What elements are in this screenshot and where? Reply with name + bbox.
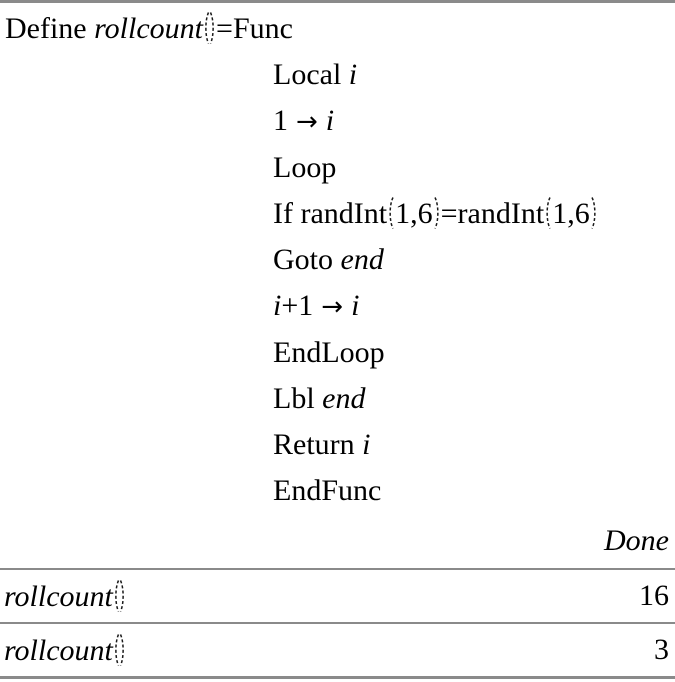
equals-randint: =randInt [440, 197, 545, 230]
open-parenthesis-icon [387, 196, 395, 230]
code-line-init: 1 →i [5, 98, 675, 145]
plus-one: +1 [281, 289, 314, 322]
entry-result: 16 [639, 579, 669, 612]
separator-bottom [0, 676, 675, 679]
empty-parentheses-icon [113, 633, 126, 667]
keyword-define: Define [5, 12, 95, 45]
function-name: rollcount [4, 633, 113, 667]
variable-i: i [362, 428, 371, 461]
code-line-define: Define rollcount =Func [5, 6, 675, 52]
empty-parentheses-icon [203, 11, 216, 45]
entry-expression: rollcount [4, 579, 126, 614]
keyword-loop: Loop [273, 151, 337, 184]
variable-i: i [348, 58, 358, 91]
separator [0, 622, 675, 624]
keyword-local: Local [273, 58, 349, 91]
history-entry-2[interactable]: rollcount 3 [0, 624, 675, 676]
function-name: rollcount [4, 579, 113, 613]
store-arrow-icon: → [296, 107, 318, 137]
equals-sign: = [216, 12, 233, 45]
entry-expression: rollcount [4, 633, 126, 668]
code-line-local: Local i [5, 52, 675, 98]
code-line-endfunc: EndFunc [5, 468, 675, 514]
randint-args-2: 1,6 [552, 197, 590, 230]
label-end: end [340, 243, 384, 276]
keyword-endloop: EndLoop [273, 336, 385, 369]
code-line-endloop: EndLoop [5, 330, 675, 376]
function-name: rollcount [94, 12, 204, 45]
separator [0, 568, 675, 570]
define-result-done: Done [604, 524, 669, 557]
empty-parentheses-icon [113, 579, 126, 613]
number-one: 1 [273, 104, 288, 137]
store-arrow-icon: → [321, 292, 344, 322]
code-line-return: Return i [5, 422, 675, 468]
randint-args-1: 1,6 [395, 197, 433, 230]
variable-i: i [325, 104, 335, 137]
keyword-func: Func [232, 12, 293, 45]
keyword-if-randint: If randInt [273, 197, 388, 230]
keyword-lbl: Lbl [273, 382, 323, 415]
keyword-goto: Goto [273, 243, 341, 276]
entry-result: 3 [654, 633, 669, 666]
code-line-goto: Goto end [5, 237, 675, 283]
history-entry-1[interactable]: rollcount 16 [0, 570, 675, 622]
code-line-increment: i+1→i [5, 283, 675, 330]
label-end: end [322, 382, 366, 415]
keyword-return: Return [273, 428, 363, 461]
history-entry-define[interactable]: Define rollcount=Func Local i 1→i Loop I… [0, 3, 675, 568]
close-parenthesis-icon [590, 196, 598, 230]
code-line-loop: Loop [5, 145, 675, 191]
keyword-endfunc: EndFunc [273, 474, 382, 507]
variable-i: i [273, 289, 282, 322]
open-parenthesis-icon [544, 196, 552, 230]
close-parenthesis-icon [433, 196, 441, 230]
variable-i: i [351, 289, 360, 322]
code-line-lbl: Lbl end [5, 376, 675, 422]
